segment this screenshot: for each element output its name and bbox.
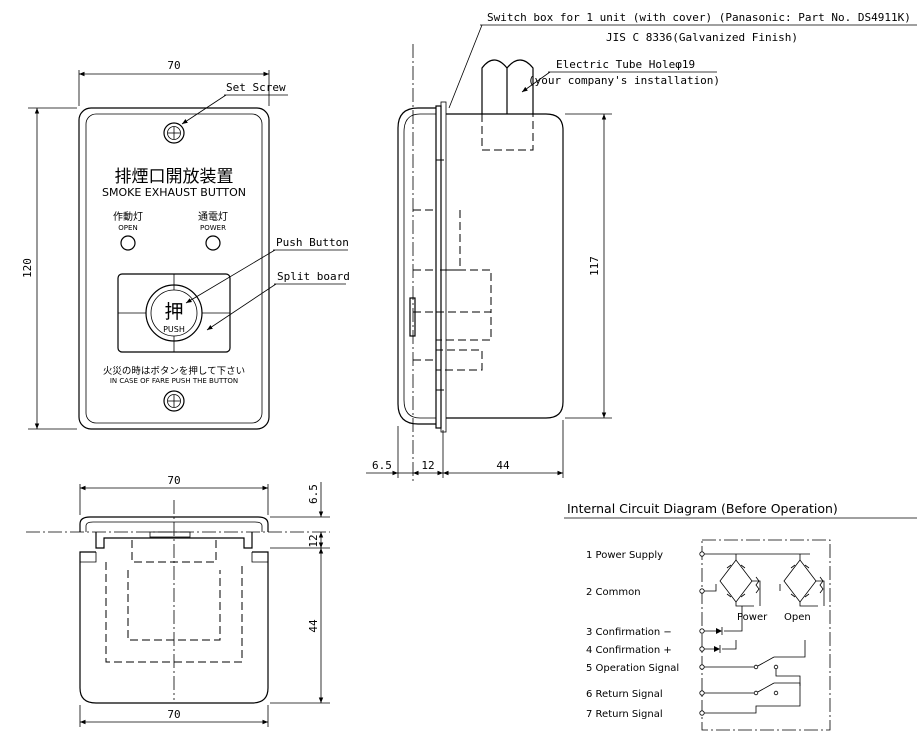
terminal-1: 1 Power Supply bbox=[586, 550, 663, 561]
open-bridge-label: Open bbox=[784, 612, 811, 623]
bottom-dim-b: 12 bbox=[307, 534, 320, 547]
bottom-set-screw-icon bbox=[163, 390, 185, 412]
installation-label: (your company's installation) bbox=[528, 74, 720, 87]
bottom-dim-c: 44 bbox=[307, 619, 320, 633]
lamp-left-en: OPEN bbox=[118, 224, 137, 232]
terminal-6: 6 Return Signal bbox=[586, 689, 663, 700]
power-bridge-label: Power bbox=[737, 612, 768, 623]
jis-label: JIS C 8336(Galvanized Finish) bbox=[606, 31, 798, 44]
open-lamp-icon bbox=[120, 235, 136, 251]
push-button[interactable]: 押 PUSH bbox=[145, 284, 203, 342]
side-dim-b: 12 bbox=[421, 459, 434, 472]
face-title-jp: 排煙口開放装置 bbox=[115, 167, 234, 187]
terminal-list: 1 Power Supply 2 Common 3 Confirmation −… bbox=[586, 550, 679, 720]
face-title-en: SMOKE EXHAUST BUTTON bbox=[102, 186, 246, 199]
warning-jp: 火災の時はボタンを押して下さい bbox=[103, 365, 245, 377]
side-height-dim: 117 bbox=[588, 256, 601, 276]
side-view: 117 6.5 12 44 bbox=[366, 44, 612, 482]
bottom-bottom-width-dim: 70 bbox=[167, 708, 180, 721]
front-width-dim: 70 bbox=[167, 59, 180, 72]
lamp-right-en: POWER bbox=[200, 224, 226, 232]
terminal-3: 3 Confirmation − bbox=[586, 627, 672, 638]
push-label-en: PUSH bbox=[163, 325, 185, 334]
split-board-callout: Split board bbox=[277, 270, 350, 283]
bottom-top-width-dim: 70 bbox=[167, 474, 180, 487]
header-callouts: Switch box for 1 unit (with cover) (Pana… bbox=[448, 11, 917, 109]
front-height-dim: 120 bbox=[21, 258, 34, 278]
warning-en: IN CASE OF FARE PUSH THE BUTTON bbox=[110, 377, 238, 385]
terminal-4: 4 Confirmation + bbox=[586, 645, 672, 656]
power-lamp-icon bbox=[205, 235, 221, 251]
circuit-enclosure bbox=[701, 539, 831, 731]
terminal-7: 7 Return Signal bbox=[586, 709, 663, 720]
lamp-right-jp: 通電灯 bbox=[198, 211, 228, 223]
lamp-left-jp: 作動灯 bbox=[113, 210, 143, 223]
circuit-title: Internal Circuit Diagram (Before Operati… bbox=[567, 501, 838, 516]
front-view: 排煙口開放装置 SMOKE EXHAUST BUTTON 作動灯 OPEN 通電… bbox=[21, 59, 350, 430]
switch-box-label: Switch box for 1 unit (with cover) (Pana… bbox=[487, 11, 911, 24]
side-dim-a: 6.5 bbox=[372, 459, 392, 472]
bottom-dim-a: 6.5 bbox=[307, 484, 320, 504]
terminal-5: 5 Operation Signal bbox=[586, 663, 679, 674]
terminal-2: 2 Common bbox=[586, 587, 641, 598]
top-set-screw-icon bbox=[163, 122, 185, 144]
tube-hole-label: Electric Tube Holeφ19 bbox=[556, 58, 695, 71]
set-screw-callout: Set Screw bbox=[226, 81, 286, 94]
push-label-jp: 押 bbox=[164, 301, 183, 323]
push-button-callout: Push Button bbox=[276, 236, 349, 249]
side-dim-c: 44 bbox=[496, 459, 510, 472]
bottom-view: 70 70 6.5 12 44 bbox=[26, 474, 330, 727]
circuit-diagram: Internal Circuit Diagram (Before Operati… bbox=[564, 501, 917, 731]
